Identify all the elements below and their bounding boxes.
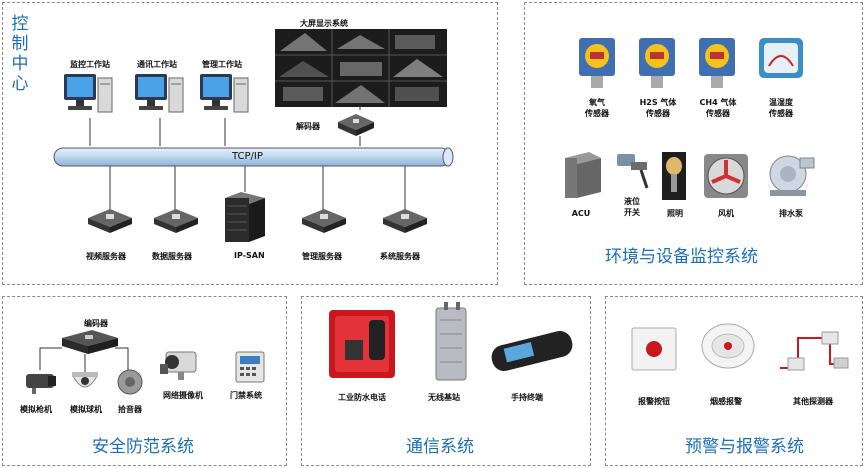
env-sensor-1-line1: H2S 气体 — [639, 98, 677, 107]
env-sensor-3-line1: 温湿度 — [769, 98, 793, 107]
env-device-4-line1: 排水泵 — [779, 209, 803, 218]
security-device-1: 模拟球机 — [70, 405, 102, 414]
env-device-0-line1: ACU — [571, 209, 591, 218]
monitor-workstation-icon — [64, 74, 113, 113]
drain-pump-icon — [769, 155, 815, 196]
env-device-1-line1: 液位 — [624, 197, 640, 206]
env-sensor-2-line2: 传感器 — [706, 109, 730, 118]
oxygen-sensor-icon — [579, 38, 615, 88]
workstation-label-2: 管理工作站 — [202, 60, 242, 69]
alarm-title: 预警与报警系统 — [685, 437, 804, 457]
tcp-ip-label: TCP/IP — [232, 151, 263, 162]
workstation-label-1: 通讯工作站 — [137, 60, 177, 69]
env-device-0: ACU — [566, 208, 596, 219]
env-sensor-0: 氧气 传感器 — [577, 97, 617, 119]
env-sensor-2-line1: CH4 气体 — [699, 98, 737, 107]
env-device-1: 液位 开关 — [617, 196, 647, 218]
alarm-device-1: 烟感报警 — [710, 397, 742, 406]
env-sensor-1: H2S 气体 传感器 — [633, 97, 683, 119]
video-wall — [275, 29, 447, 107]
h2s-sensor-icon — [639, 38, 675, 88]
communication-title: 通信系统 — [406, 437, 474, 457]
video-server-icon — [88, 209, 132, 233]
data-server-icon — [154, 209, 198, 233]
env-sensor-3: 温湿度 传感器 — [758, 97, 804, 119]
server-label-1: 数据服务器 — [152, 252, 192, 261]
alarm-device-2: 其他探测器 — [793, 397, 833, 406]
env-device-2: 照明 — [660, 208, 690, 219]
ip-san-icon — [225, 192, 265, 242]
wireless-base-station-icon — [435, 302, 467, 381]
communication-device-0: 工业防水电话 — [338, 393, 386, 402]
security-device-3: 网络摄像机 — [163, 391, 203, 400]
env-device-2-line1: 照明 — [667, 209, 683, 218]
other-detectors-icon — [780, 331, 849, 371]
network-connectors — [89, 106, 406, 210]
communication-device-2: 手持终端 — [511, 393, 543, 402]
env-sensor-0-line2: 传感器 — [585, 109, 609, 118]
security-device-2: 拾音器 — [118, 405, 142, 414]
pickup-microphone-icon — [117, 369, 143, 395]
big-screen-label: 大屏显示系统 — [300, 19, 348, 28]
env-sensor-2: CH4 气体 传感器 — [693, 97, 743, 119]
management-workstation-icon — [200, 74, 249, 113]
env-device-4: 排水泵 — [774, 208, 808, 219]
server-label-2: IP-SAN — [234, 251, 265, 260]
env-device-3-line1: 风机 — [718, 209, 734, 218]
communication-workstation-icon — [135, 74, 184, 113]
environment-title: 环境与设备监控系统 — [605, 247, 758, 267]
server-label-0: 视频服务器 — [86, 252, 126, 261]
analog-bullet-camera-icon — [26, 374, 56, 394]
env-device-1-line2: 开关 — [624, 208, 640, 217]
handheld-terminal-icon — [491, 331, 573, 371]
decoder-label: 解码器 — [296, 122, 320, 131]
ch4-sensor-icon — [699, 38, 735, 88]
decoder-icon — [338, 114, 374, 136]
alarm-button-icon — [631, 327, 677, 371]
security-device-4: 门禁系统 — [230, 391, 262, 400]
security-title: 安全防范系统 — [92, 437, 194, 457]
env-sensor-0-line1: 氧气 — [589, 98, 605, 107]
level-switch-icon — [617, 154, 649, 189]
lighting-icon — [662, 152, 686, 200]
industrial-phone-icon — [329, 310, 395, 378]
access-control-icon — [235, 351, 265, 383]
encoder-label: 编码器 — [84, 319, 108, 328]
communication-device-1: 无线基站 — [428, 393, 460, 402]
environment-panel — [524, 2, 863, 285]
encoder-connectors — [39, 347, 129, 372]
acu-icon — [565, 152, 601, 198]
server-label-4: 系统服务器 — [380, 252, 420, 261]
control-center-title: 控制中心 — [11, 14, 29, 94]
tcp-ip-bus — [53, 147, 454, 167]
smoke-alarm-icon — [701, 323, 755, 369]
security-device-0: 模拟枪机 — [20, 405, 52, 414]
system-server-icon — [383, 209, 427, 233]
server-label-3: 管理服务器 — [302, 252, 342, 261]
alarm-device-0: 报警按钮 — [638, 397, 670, 406]
network-camera-icon — [160, 351, 197, 380]
management-server-icon — [302, 209, 346, 233]
env-sensor-1-line2: 传感器 — [646, 109, 670, 118]
fan-icon — [704, 154, 748, 198]
analog-dome-camera-icon — [72, 372, 98, 388]
env-device-3: 风机 — [711, 208, 741, 219]
temp-humidity-sensor-icon — [759, 38, 803, 78]
env-sensor-3-line2: 传感器 — [769, 109, 793, 118]
encoder-icon — [62, 330, 118, 354]
workstation-label-0: 监控工作站 — [70, 60, 110, 69]
